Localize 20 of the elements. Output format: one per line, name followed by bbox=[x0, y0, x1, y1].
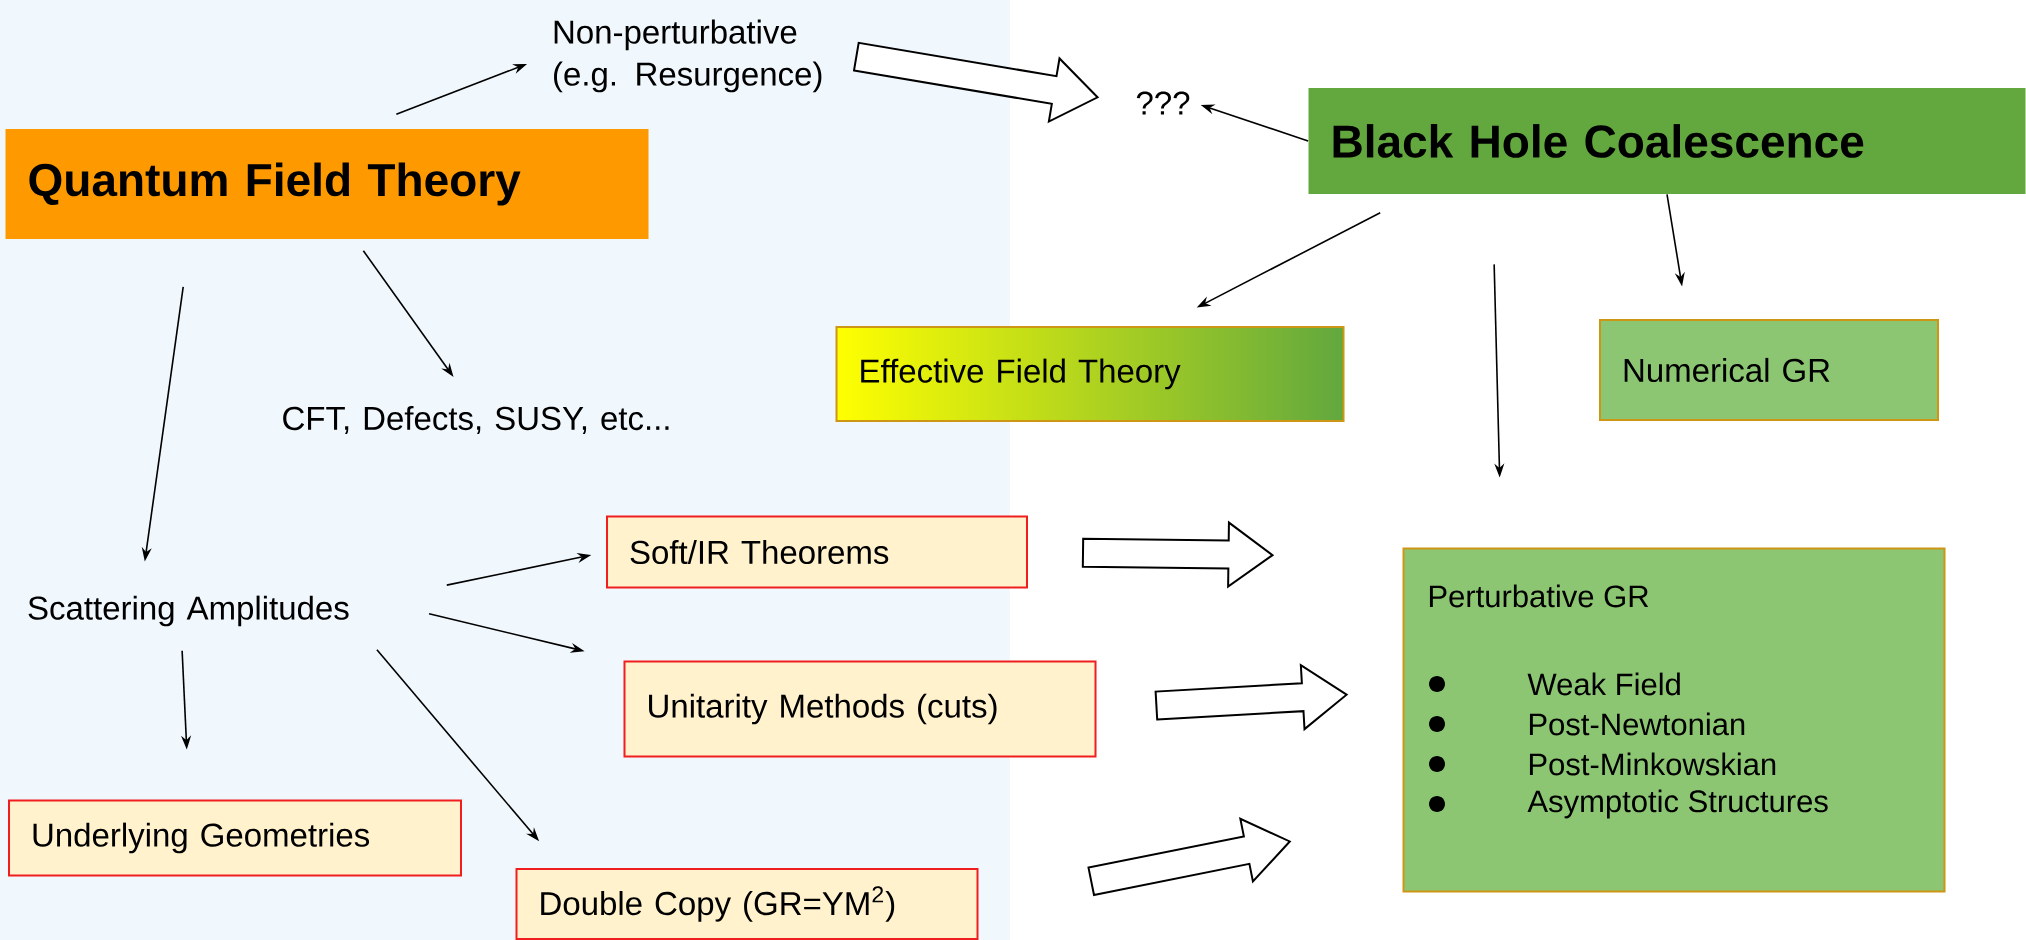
process-box: Underlying Geometries bbox=[8, 799, 462, 877]
process-box: Double Copy (GR=YM$^{2}$) bbox=[515, 868, 979, 940]
heading: Perturbative GR bbox=[1429, 584, 1649, 608]
list-item: Post-Minkowskian bbox=[1529, 752, 1776, 776]
block-arrow bbox=[1087, 817, 1292, 897]
block-arrow bbox=[1081, 520, 1275, 589]
process-box: Effective Field Theory bbox=[835, 326, 1345, 422]
process-box: Soft/IR Theorems bbox=[606, 515, 1028, 589]
text-label: CFT, Defects, SUSY, etc... bbox=[283, 405, 669, 435]
process-box: Numerical GR bbox=[1599, 319, 1939, 421]
block-arrow bbox=[1154, 663, 1349, 732]
title-box: Quantum Field Theory bbox=[5, 129, 649, 239]
process-box: Unitarity Methods (cuts) bbox=[623, 660, 1097, 758]
list-item: Post-Newtonian bbox=[1529, 712, 1745, 736]
text-label: ??? bbox=[1136, 91, 1190, 115]
text-label: Scattering Amplitudes bbox=[28, 595, 349, 627]
title-box: Black Hole Coalescence bbox=[1308, 88, 2026, 194]
list-item: Asymptotic Structures bbox=[1527, 789, 1828, 819]
text-label: Non-perturbative (e.g. Resurgence) bbox=[554, 19, 822, 93]
list-item: Weak Field bbox=[1527, 672, 1680, 696]
